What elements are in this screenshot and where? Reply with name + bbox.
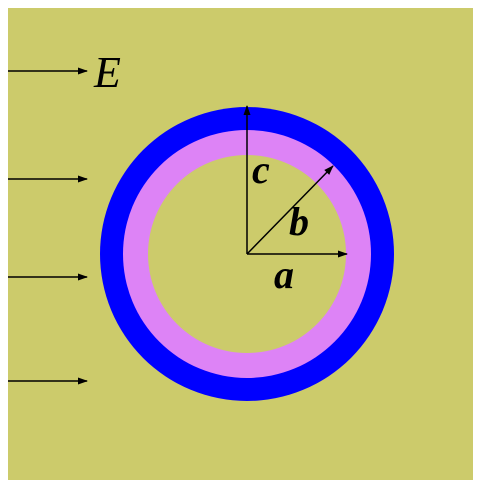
field-label: E [93,48,121,97]
radius-b-arrow [246,165,334,255]
field-arrows [8,67,88,385]
radius-c-label: c [252,147,270,192]
radius-arrows [243,105,348,258]
radius-b-label: b [289,199,309,244]
radius-a-label: a [274,252,294,297]
